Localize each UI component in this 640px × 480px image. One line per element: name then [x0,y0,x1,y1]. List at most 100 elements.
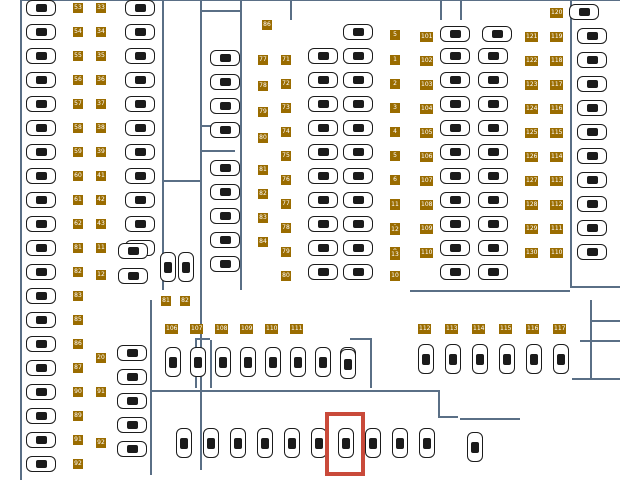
parking-space-number[interactable]: 126 [525,152,539,162]
parking-space-number[interactable]: 107 [420,176,434,186]
parking-space-number[interactable]: 82 [180,296,190,306]
parking-space-number[interactable]: 104 [420,104,434,114]
parking-space-number[interactable]: 83 [258,213,268,223]
parking-space-number[interactable]: 78 [281,223,291,233]
parking-space-number[interactable]: 36 [96,75,106,85]
parking-space-number[interactable]: 112 [550,200,564,210]
parking-space-number[interactable]: 117 [553,324,567,334]
parking-space-number[interactable]: 90 [73,387,83,397]
parking-space-number[interactable]: 5 [390,151,400,161]
parking-space-number[interactable]: 114 [472,324,486,334]
parking-space-number[interactable]: 109 [420,224,434,234]
parking-space-number[interactable]: 92 [96,438,106,448]
parking-space-number[interactable]: 84 [258,237,268,247]
parking-space-number[interactable]: 105 [420,128,434,138]
parking-space-number[interactable]: 91 [96,387,106,397]
parking-space-number[interactable]: 113 [445,324,459,334]
parking-space-number[interactable]: 81 [258,165,268,175]
parking-space-number[interactable]: 11 [390,200,400,210]
parking-space-number[interactable]: 56 [73,75,83,85]
parking-space-number[interactable]: 119 [550,32,564,42]
parking-space-number[interactable]: 5 [390,30,400,40]
parking-space-number[interactable]: 130 [525,248,539,258]
parking-space-number[interactable]: 103 [420,80,434,90]
parking-space-number[interactable]: 6 [390,175,400,185]
parking-space-number[interactable]: 123 [525,80,539,90]
parking-space-number[interactable]: 109 [240,324,254,334]
parking-space-number[interactable]: 106 [165,324,179,334]
parking-space-number[interactable]: 128 [525,200,539,210]
parking-space-number[interactable]: 110 [265,324,279,334]
parking-space-number[interactable]: 115 [550,128,564,138]
parking-space-number[interactable]: 79 [258,107,268,117]
parking-space-number[interactable]: 73 [281,103,291,113]
parking-space-number[interactable]: 116 [550,104,564,114]
parking-space-number[interactable]: 86 [73,339,83,349]
parking-space-number[interactable]: 37 [96,99,106,109]
parking-space-number[interactable]: 127 [525,176,539,186]
parking-space-number[interactable]: 34 [96,27,106,37]
parking-space-number[interactable]: 113 [550,176,564,186]
parking-space-number[interactable]: 11 [96,243,106,253]
parking-space-number[interactable]: 12 [390,225,400,235]
parking-space-number[interactable]: 108 [420,200,434,210]
parking-space-number[interactable]: 62 [73,219,83,229]
parking-space-number[interactable]: 74 [281,127,291,137]
parking-space-number[interactable]: 2 [390,79,400,89]
parking-space-number[interactable]: 77 [281,199,291,209]
parking-space-number[interactable]: 81 [161,296,171,306]
parking-space-number[interactable]: 89 [73,411,83,421]
parking-space-number[interactable]: 55 [73,51,83,61]
parking-space-number[interactable]: 111 [290,324,304,334]
parking-space-number[interactable]: 101 [420,32,434,42]
parking-space-number[interactable]: 12 [96,270,106,280]
parking-space-number[interactable]: 120 [550,8,564,18]
parking-space-number[interactable]: 110 [420,248,434,258]
parking-space-number[interactable]: 125 [525,128,539,138]
parking-space-number[interactable]: 115 [499,324,513,334]
parking-space-number[interactable]: 53 [73,3,83,13]
parking-space-number[interactable]: 60 [73,171,83,181]
parking-space-number[interactable]: 117 [550,80,564,90]
parking-space-number[interactable]: 4 [390,127,400,137]
parking-space-number[interactable]: 91 [73,435,83,445]
parking-space-number[interactable]: 129 [525,224,539,234]
parking-space-number[interactable]: 75 [281,151,291,161]
parking-space-number[interactable]: 10 [390,271,400,281]
parking-space-number[interactable]: 92 [73,459,83,469]
parking-space-number[interactable]: 85 [73,315,83,325]
parking-space-number[interactable]: 42 [96,195,106,205]
parking-space-number[interactable]: 76 [281,175,291,185]
parking-space-number[interactable]: 61 [73,195,83,205]
parking-space-number[interactable]: 77 [258,55,268,65]
parking-space-number[interactable]: 81 [73,243,83,253]
parking-space-number[interactable]: 112 [418,324,432,334]
parking-space-number[interactable]: 59 [73,147,83,157]
parking-space-number[interactable]: 118 [550,56,564,66]
parking-space-number[interactable]: 121 [525,32,539,42]
parking-space-number[interactable]: 102 [420,56,434,66]
selected-parking-space-highlight[interactable] [325,412,365,476]
parking-space-number[interactable]: 82 [258,189,268,199]
parking-space-number[interactable]: 82 [73,267,83,277]
parking-space-number[interactable]: 13 [390,250,400,260]
parking-space-number[interactable]: 41 [96,171,106,181]
parking-space-number[interactable]: 33 [96,3,106,13]
parking-space-number[interactable]: 122 [525,56,539,66]
parking-space-number[interactable]: 87 [73,363,83,373]
parking-space-number[interactable]: 108 [215,324,229,334]
parking-space-number[interactable]: 107 [190,324,204,334]
parking-space-number[interactable]: 116 [526,324,540,334]
parking-space-number[interactable]: 110 [550,248,564,258]
parking-space-number[interactable]: 58 [73,123,83,133]
parking-space-number[interactable]: 86 [262,20,272,30]
parking-space-number[interactable]: 57 [73,99,83,109]
parking-space-number[interactable]: 3 [390,103,400,113]
parking-space-number[interactable]: 114 [550,152,564,162]
parking-space-number[interactable]: 1 [390,55,400,65]
parking-space-number[interactable]: 80 [258,133,268,143]
parking-space-number[interactable]: 71 [281,55,291,65]
parking-space-number[interactable]: 35 [96,51,106,61]
parking-space-number[interactable]: 43 [96,219,106,229]
parking-space-number[interactable]: 80 [281,271,291,281]
